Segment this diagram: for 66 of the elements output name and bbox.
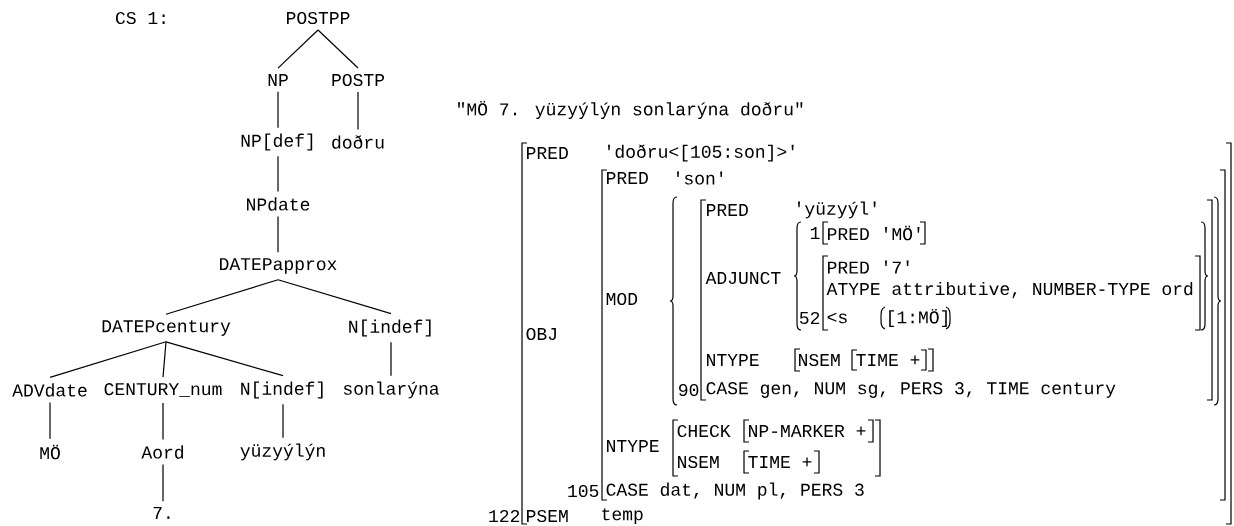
tree-branch: [162, 463, 164, 502]
tree-branch: [49, 401, 51, 440]
index-number: 1: [810, 227, 820, 239]
value: [1:MÖ]: [889, 308, 947, 328]
index-number: 122: [489, 510, 520, 523]
feature: NSEM: [678, 455, 719, 469]
tree-branch: [49, 341, 167, 379]
tree-label: MÖ: [40, 444, 60, 460]
tree-label: yüzyýlýn: [240, 443, 325, 461]
value: 'son': [677, 171, 723, 185]
sentence: "MÖ 7. yüzyýlýn sonlarýna doðru": [458, 100, 803, 120]
tree-label: ADVdate: [12, 383, 87, 397]
feature: NTYPE: [707, 354, 759, 366]
tree-branch: [357, 91, 359, 130]
feature: CHECK: [677, 424, 731, 438]
tree-label: CENTURY_num: [104, 383, 222, 397]
tree-label: DATEPcentury: [102, 320, 231, 336]
feature-value: CASE dat, NUM pl, PERS 3: [606, 482, 864, 500]
tree-label: POSTP: [332, 73, 385, 87]
tree-branch: [277, 155, 279, 193]
tree-label: POSTPP: [287, 11, 350, 25]
tree-branch: [162, 402, 164, 441]
tree-label: NP: [268, 74, 288, 86]
tree-label: sonlarýna: [343, 381, 439, 399]
tree-branch: [317, 29, 359, 69]
value: temp: [602, 508, 643, 524]
index-number: 105: [568, 484, 599, 498]
tree-label: doðru: [332, 135, 384, 149]
tree-label: N[indef]: [241, 381, 323, 399]
tree-branch: [277, 215, 279, 253]
feature-value: CASE gen, NUM sg, PERS 3, TIME century: [706, 382, 1116, 398]
index-number: 52: [799, 311, 820, 325]
tree-branch: [277, 91, 279, 129]
tree-branch: [390, 341, 392, 377]
feature-value: PRED '7': [828, 260, 909, 274]
feature: NTYPE: [607, 440, 659, 452]
tree-label: NPdate: [247, 197, 310, 211]
tree-label: NP[def]: [241, 133, 313, 151]
feature: ADJUNCT: [705, 271, 781, 285]
feature: PRED: [527, 147, 568, 159]
tree-branch: [162, 341, 167, 378]
tree-branch: [277, 29, 319, 69]
value: 'yüzyýl': [798, 201, 876, 219]
feature-value: TIME +: [856, 354, 920, 366]
tree-heading: CS 1:: [116, 11, 165, 25]
feature: PRED: [607, 172, 648, 184]
feature-value: TIME +: [748, 456, 812, 468]
feature: NSEM: [799, 353, 840, 367]
feature-value: NP-MARKER +: [749, 425, 866, 437]
feature: PSEM: [527, 509, 568, 523]
tree-label: Aord: [141, 445, 184, 459]
tree-label: DATEPapprox: [220, 258, 337, 274]
feature: MOD: [606, 292, 638, 306]
tree-label: N[indef]: [349, 319, 431, 337]
tree-label: 7.: [153, 507, 170, 519]
index-number: 90: [679, 383, 699, 397]
tree-branch: [282, 403, 284, 439]
value: 'doðru<[105:son]>': [608, 144, 794, 162]
feature-value: ATYPE attributive, NUMBER-TYPE ord: [826, 281, 1193, 299]
tree-branch: [165, 341, 284, 377]
tree-branch: [277, 279, 392, 315]
feature: PRED: [707, 204, 748, 216]
feature: <s: [827, 312, 847, 324]
feature-value: PRED 'MÖ': [828, 225, 920, 241]
tree-branch: [165, 279, 279, 315]
feature: OBJ: [526, 327, 556, 341]
